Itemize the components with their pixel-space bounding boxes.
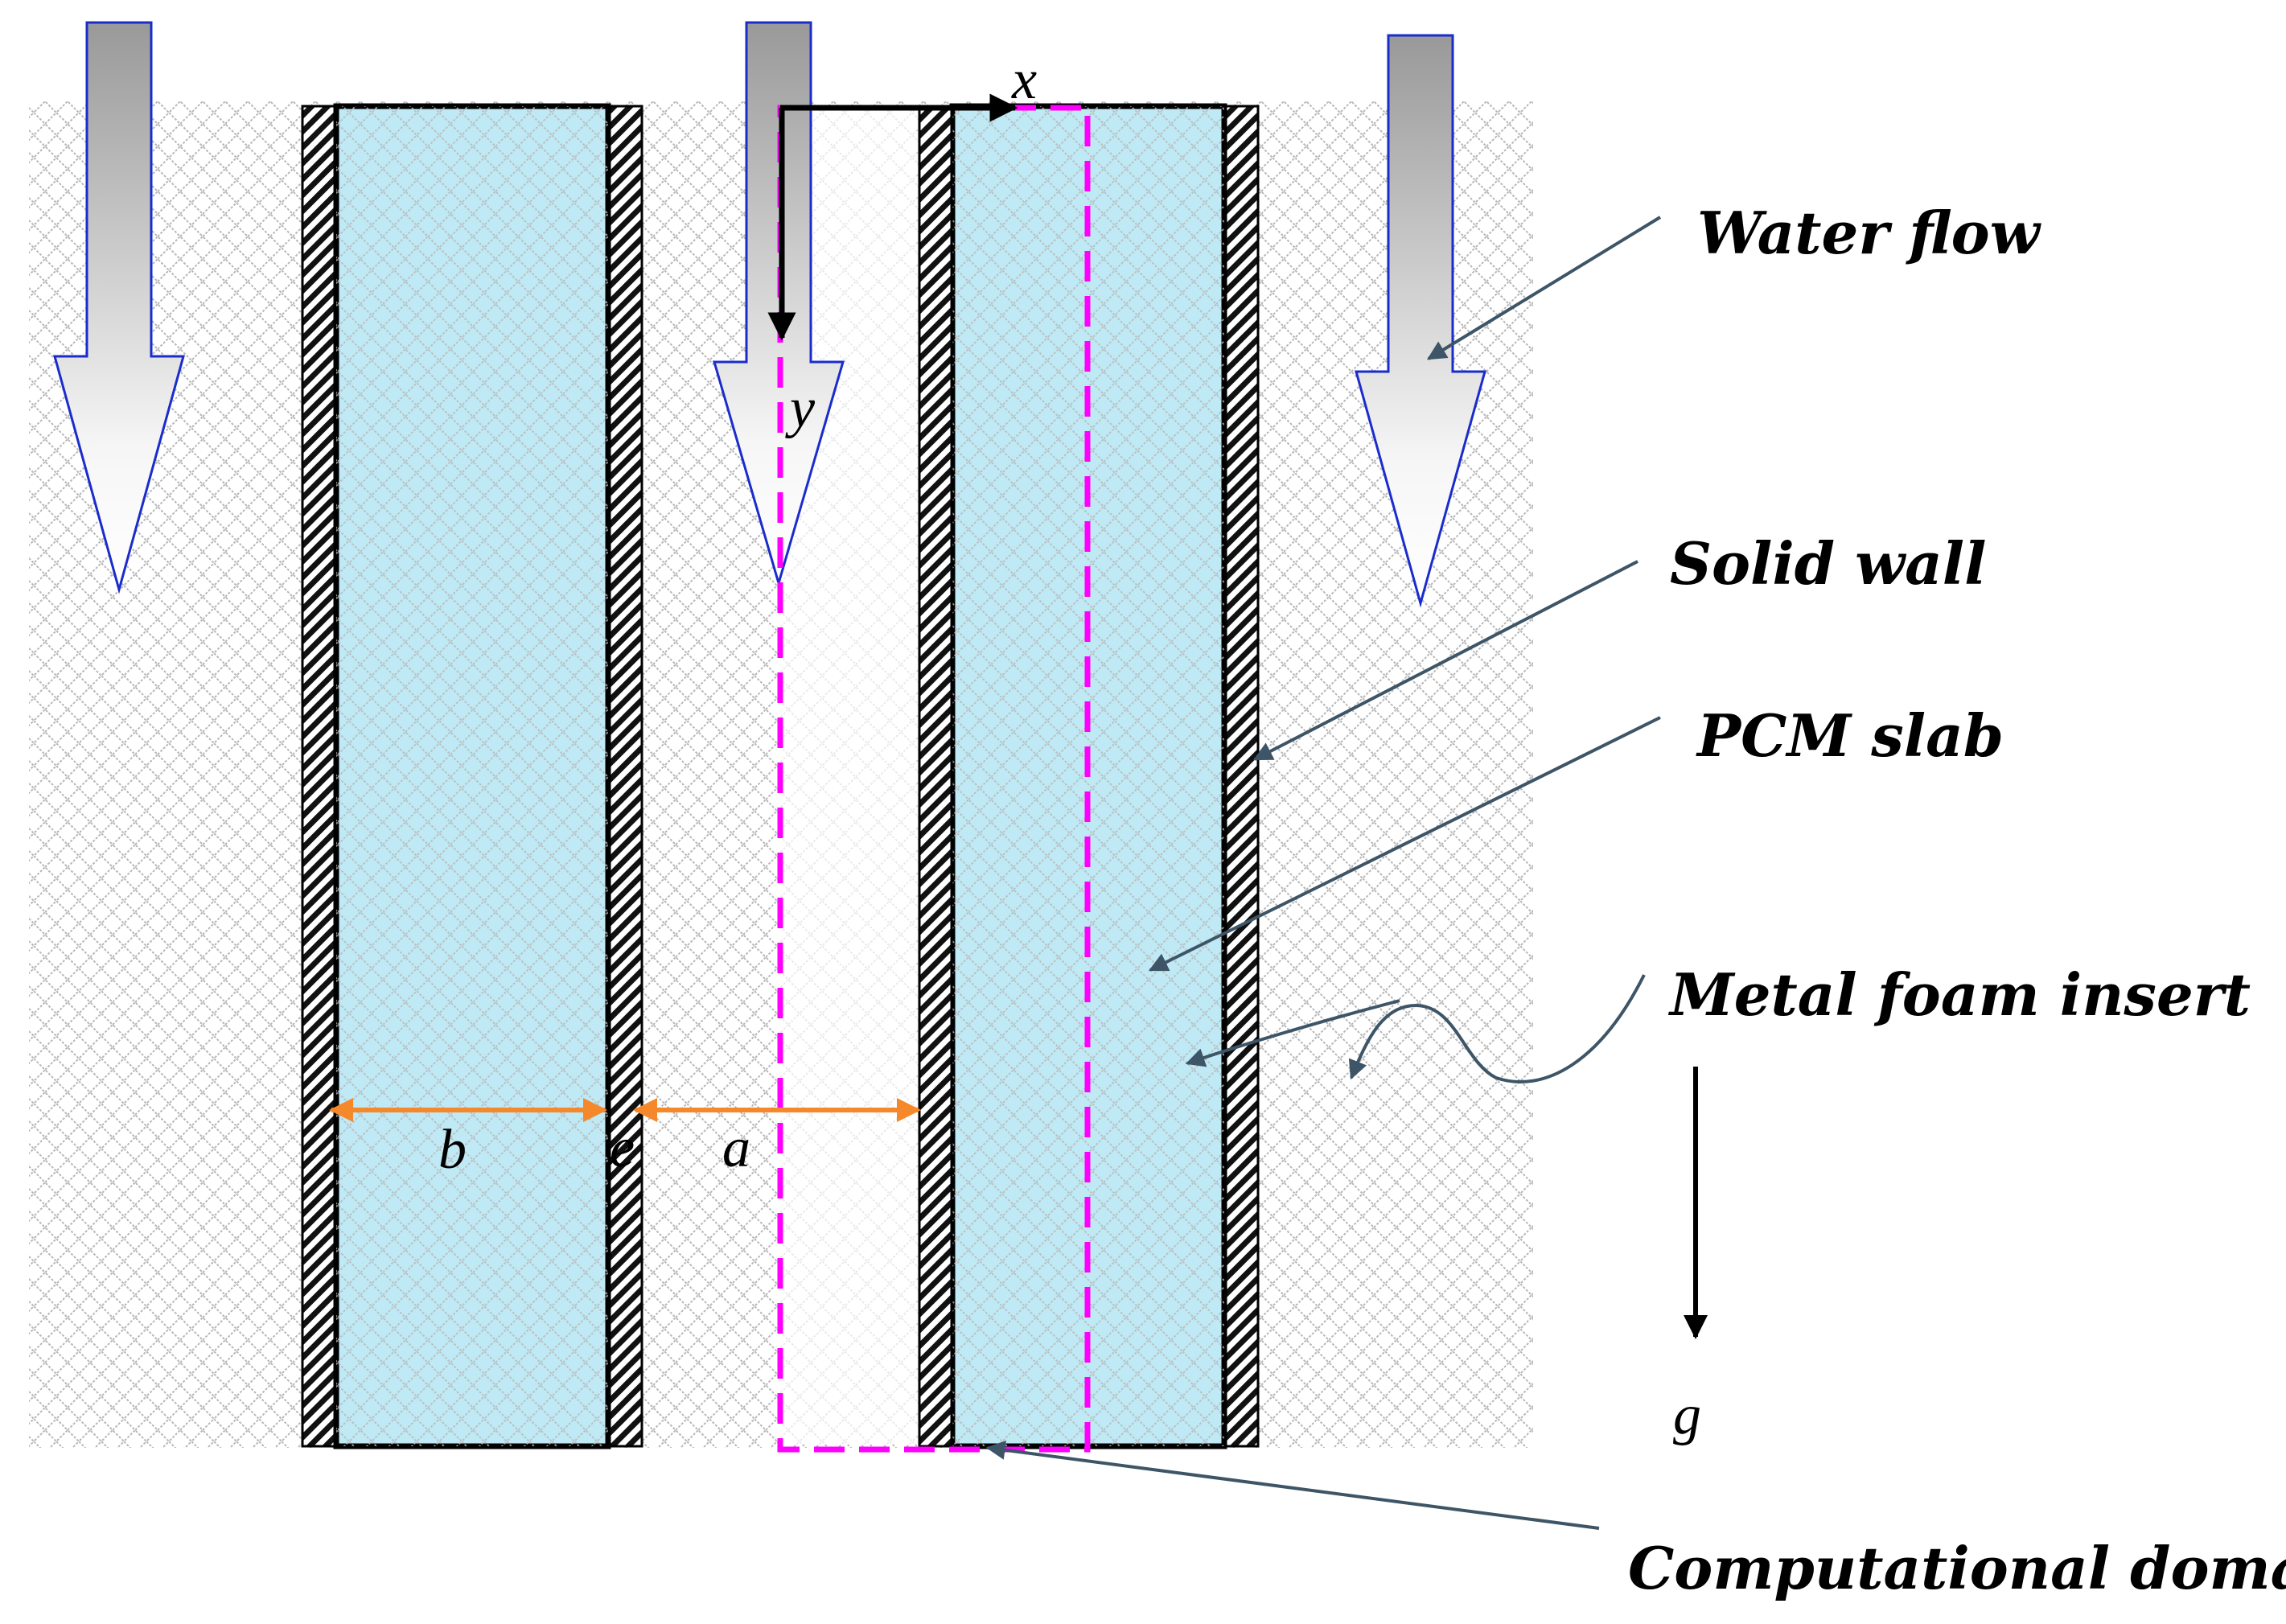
pcm-foam-left xyxy=(336,106,608,1446)
leader-metal-foam-2 xyxy=(1348,974,1646,1083)
leader-metal-foam-1 xyxy=(1185,999,1400,1067)
label-metal-foam-insert: Metal foam insert xyxy=(1667,960,2251,1029)
dimension-e-label: e xyxy=(610,1117,635,1179)
flow-arrow-left-icon xyxy=(53,21,185,594)
solid-wall-4 xyxy=(1224,105,1260,1448)
solid-wall-3 xyxy=(918,105,953,1448)
flow-arrow-right-icon xyxy=(1355,34,1486,608)
flow-arrow-middle-icon xyxy=(713,21,845,588)
label-computational-domain: Computational domain xyxy=(1628,1534,2286,1602)
x-axis-label: x xyxy=(1011,49,1037,111)
leader-computational-domain xyxy=(985,1440,1600,1530)
y-axis-label: y xyxy=(785,377,816,439)
label-pcm-slab: PCM slab xyxy=(1696,701,2004,770)
label-water-flow: Water flow xyxy=(1697,199,2042,267)
label-solid-wall: Solid wall xyxy=(1670,529,1986,598)
leader-pcm-slab xyxy=(1148,716,1661,972)
dimension-b-label: b xyxy=(438,1119,467,1181)
dimension-a-label: a xyxy=(722,1117,750,1179)
leader-solid-wall xyxy=(1252,560,1638,761)
solid-wall-2 xyxy=(608,105,643,1448)
solid-wall-1 xyxy=(301,105,336,1448)
gravity-label: g xyxy=(1673,1384,1701,1446)
leader-water-flow xyxy=(1426,216,1662,360)
